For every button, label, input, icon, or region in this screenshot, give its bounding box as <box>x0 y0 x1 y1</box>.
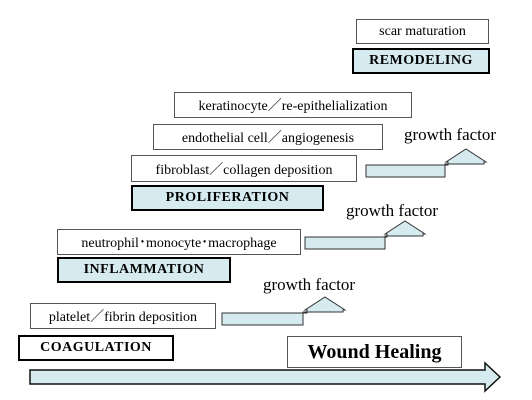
event-neutrophil: neutrophil･monocyte･macrophage <box>57 229 301 255</box>
event-keratinocyte: keratinocyte／re-epithelialization <box>174 92 412 118</box>
growth-factor-label-2: growth factor <box>346 201 439 220</box>
growth-factor-label-1: growth factor <box>263 275 356 294</box>
growth-factor-arrow-1 <box>221 296 347 326</box>
growth-factor-arrow-3 <box>365 148 488 178</box>
event-platelet: platelet／fibrin deposition <box>30 303 216 329</box>
phase-proliferation: PROLIFERATION <box>131 185 324 211</box>
timeline-arrow <box>29 361 502 393</box>
event-fibroblast: fibroblast／collagen deposition <box>131 155 357 182</box>
phase-remodeling: REMODELING <box>352 48 490 74</box>
phase-inflammation: INFLAMMATION <box>57 257 231 283</box>
wound-healing-title: Wound Healing <box>287 336 462 368</box>
event-endothelial: endothelial cell／angiogenesis <box>153 124 383 150</box>
growth-factor-arrow-2 <box>304 220 427 250</box>
phase-coagulation: COAGULATION <box>18 335 174 361</box>
event-scar-maturation: scar maturation <box>356 19 489 44</box>
growth-factor-label-3: growth factor <box>404 125 497 144</box>
